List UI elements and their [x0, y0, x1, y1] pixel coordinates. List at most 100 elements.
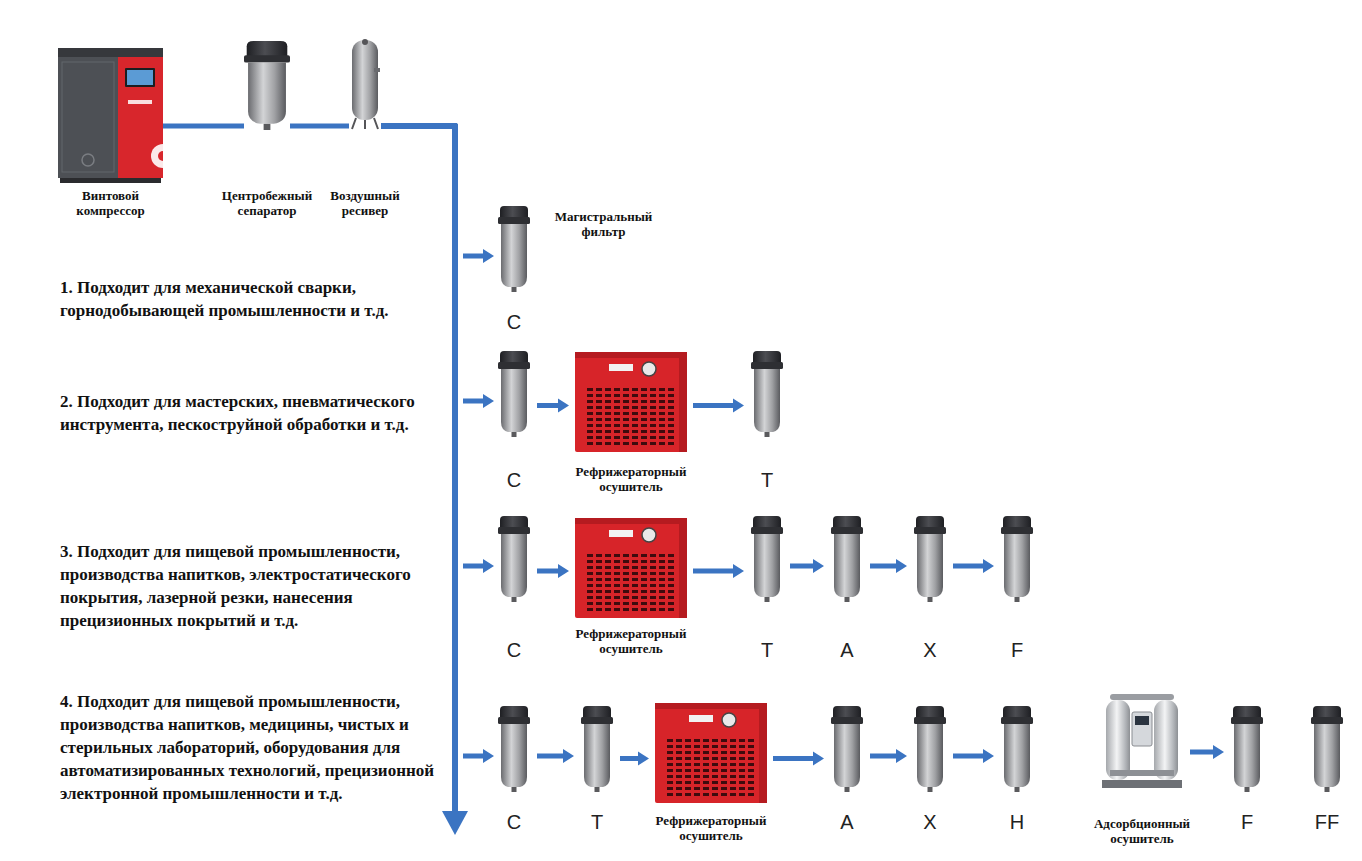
- filter-icon-part: [833, 706, 861, 718]
- dryer-icon-part: [632, 394, 638, 397]
- dryer-icon-part: [712, 775, 718, 778]
- filter-grade: C: [484, 469, 544, 491]
- dryer-icon-part: [730, 781, 736, 784]
- dryer-icon-part: [641, 572, 647, 575]
- dryer-icon-part: [575, 352, 687, 358]
- dryer-icon-part: [605, 560, 611, 563]
- filter-icon: [497, 705, 531, 793]
- dryer-icon-part: [596, 394, 602, 397]
- filter-icon-part: [917, 724, 943, 787]
- filter-unit: Магистральный фильтрC: [497, 205, 531, 293]
- dryer-icon: [575, 518, 687, 618]
- dryer-icon-part: [659, 388, 665, 391]
- dryer-icon-part: [668, 424, 674, 427]
- dryer-icon-part: [676, 763, 682, 766]
- dryer-icon-part: [623, 560, 629, 563]
- dryer-icon-part: [685, 745, 691, 748]
- filter-icon-part: [595, 787, 600, 792]
- air-flow-connector-part: [537, 749, 574, 763]
- dryer-icon-part: [605, 388, 611, 391]
- filter-icon-part: [1001, 717, 1033, 724]
- dryer-icon-part: [614, 430, 620, 433]
- equipment-caption: Центробежный сепаратор: [215, 188, 320, 218]
- dryer-icon-part: [667, 745, 673, 748]
- adsorber-icon-part: [1106, 700, 1130, 780]
- dryer-icon-part: [632, 554, 638, 557]
- air-flow-connector-part: [381, 126, 455, 756]
- filter-icon: [1000, 705, 1034, 793]
- air-flow-connector-part: [693, 399, 744, 413]
- air-flow-connector-part: [463, 394, 494, 408]
- dryer-icon-part: [694, 769, 700, 772]
- dryer-icon-part: [632, 560, 638, 563]
- air-flow-connector-part: [953, 749, 994, 763]
- dryer-icon-part: [587, 602, 593, 605]
- compressor-icon-part: [82, 154, 94, 166]
- dryer-icon-part: [703, 751, 709, 754]
- filter-grade: T: [737, 469, 797, 491]
- filter-icon-part: [916, 706, 944, 718]
- compressor-icon-part: [58, 56, 118, 178]
- filter-unit: C: [497, 515, 531, 603]
- dryer-icon-part: [641, 590, 647, 593]
- filter-grade: T: [737, 639, 797, 661]
- separator-icon-part: [248, 63, 286, 124]
- dryer-icon-part: [748, 775, 754, 778]
- dryer-icon-part: [623, 424, 629, 427]
- filter-icon-part: [845, 597, 850, 602]
- dryer-icon-part: [623, 388, 629, 391]
- filter-grade: FF: [1297, 811, 1357, 833]
- dryer-icon-part: [623, 418, 629, 421]
- dryer-icon-part: [587, 608, 593, 611]
- dryer-icon-part: [632, 436, 638, 439]
- dryer-icon-part: [703, 757, 709, 760]
- filter-unit: F: [1000, 515, 1034, 603]
- receiver-icon-part: [352, 118, 378, 129]
- equipment-caption: Рефрижераторный осушитель: [561, 464, 701, 494]
- filter-unit: X: [913, 515, 947, 603]
- dryer-icon-part: [739, 787, 745, 790]
- filter-icon-part: [831, 717, 863, 724]
- dryer-icon-part: [712, 763, 718, 766]
- dryer-icon-part: [659, 394, 665, 397]
- filter-icon-part: [928, 597, 933, 602]
- filter-icon-part: [1003, 706, 1031, 718]
- filter-icon: [750, 515, 784, 603]
- dryer-icon-part: [596, 388, 602, 391]
- dryer-icon-part: [623, 442, 629, 445]
- receiver-icon-part: [374, 68, 380, 72]
- dryer-icon-part: [641, 436, 647, 439]
- filter-grade: C: [484, 811, 544, 833]
- dryer-icon-part: [721, 751, 727, 754]
- dryer-icon-part: [641, 442, 647, 445]
- filter-icon: [497, 515, 531, 603]
- air-flow-connector-part: [790, 559, 824, 573]
- dryer-icon-part: [632, 566, 638, 569]
- dryer-icon-part: [676, 745, 682, 748]
- dryer-icon-part: [632, 406, 638, 409]
- dryer-icon-part: [596, 412, 602, 415]
- air-flow-connector: [693, 399, 744, 413]
- filter-icon-part: [584, 724, 610, 787]
- adsorber-icon: [1100, 690, 1184, 790]
- dryer-icon-part: [739, 793, 745, 796]
- dryer-icon-part: [587, 560, 593, 563]
- compressor-icon-part: [125, 68, 155, 87]
- dryer-icon-part: [614, 406, 620, 409]
- dryer-icon-part: [655, 703, 767, 803]
- dryer-icon-part: [605, 590, 611, 593]
- filter-icon-part: [581, 717, 613, 724]
- dryer-icon-part: [614, 554, 620, 557]
- dryer-icon-part: [759, 703, 767, 803]
- dryer-icon-part: [676, 751, 682, 754]
- dryer-icon-part: [650, 578, 656, 581]
- adsorption-dryer: Адсорбционный осушитель: [1100, 690, 1184, 790]
- dryer-icon-part: [575, 518, 687, 524]
- dryer-icon-part: [676, 739, 682, 742]
- dryer-icon-part: [614, 418, 620, 421]
- dryer-icon-part: [614, 578, 620, 581]
- air-flow-connector-part: [463, 559, 494, 573]
- filter-icon-part: [914, 527, 946, 534]
- filter-icon-part: [834, 534, 860, 597]
- air-flow-connector: [790, 559, 824, 573]
